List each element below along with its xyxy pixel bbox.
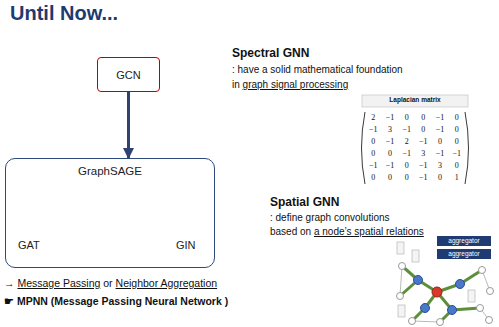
matrix-title: Laplacian matrix [362, 96, 468, 103]
slide-title: Until Now... [10, 2, 118, 25]
matrix-cell: −1 [382, 112, 399, 124]
matrix-cell: −1 [415, 160, 432, 172]
matrix-cell: 0 [382, 148, 399, 160]
graph-node [421, 304, 430, 313]
graph-node [448, 306, 457, 315]
matrix-cell: 3 [382, 124, 399, 136]
graph-node [409, 318, 416, 325]
matrix-cell: 0 [432, 172, 449, 184]
matrix-cell: −1 [432, 124, 449, 136]
description-text: graph signal processing [243, 79, 349, 90]
node-text: GIN [176, 239, 196, 251]
node-text: GAT [18, 239, 40, 251]
graph-node [399, 263, 406, 270]
matrix-bracket [362, 112, 366, 184]
matrix-cell: 0 [448, 160, 465, 172]
feature-vector [468, 290, 475, 302]
aggregator-tag: aggregator [437, 236, 491, 246]
summary-text: Message Passing [17, 277, 100, 289]
feature-vector [397, 242, 404, 254]
matrix-cell: −1 [415, 172, 432, 184]
matrix-cell: 0 [365, 172, 382, 184]
matrix-cell: 0 [448, 112, 465, 124]
node-text: GCN [116, 69, 140, 81]
graph-node [432, 287, 442, 297]
matrix-cell: 0 [448, 136, 465, 148]
matrix-cell: 1 [448, 172, 465, 184]
matrix-cell: 2 [398, 136, 415, 148]
matrix-cell: −1 [365, 124, 382, 136]
description-text: a node’s spatial relations [314, 226, 424, 237]
matrix-cell: 0 [365, 136, 382, 148]
graph-node [487, 288, 494, 295]
matrix-cell: −1 [382, 136, 399, 148]
matrix-cell: −1 [382, 160, 399, 172]
model-box: GCN [97, 57, 160, 92]
matrix-cell: −1 [415, 136, 432, 148]
section-heading: Spectral GNN [232, 46, 309, 60]
matrix-cell: 0 [432, 136, 449, 148]
matrix-cell: 2 [365, 112, 382, 124]
matrix-cell: 0 [365, 148, 382, 160]
node-text: GraphSAGE [78, 165, 142, 177]
matrix-cell: 0 [398, 160, 415, 172]
matrix-cell: 3 [432, 160, 449, 172]
graph-node [456, 280, 465, 289]
description-text: based on [270, 226, 311, 237]
graph-edge [400, 266, 402, 296]
matrix-cell: −1 [365, 160, 382, 172]
description-text: in [232, 79, 240, 90]
summary-text: ☛ MPNN (Message Passing Neural Network ) [4, 295, 228, 307]
graph-edge [412, 321, 440, 322]
graph-illustration [397, 242, 494, 326]
graph-node [397, 293, 404, 300]
model-label: GAT [14, 237, 44, 253]
matrix-bracket [465, 112, 469, 184]
summary-text: or [103, 277, 112, 289]
graph-node [414, 276, 423, 285]
graph-node [477, 305, 484, 312]
flow-arrow [127, 92, 130, 158]
feature-vector [398, 305, 405, 317]
summary-text: Neighbor Aggregation [116, 277, 218, 289]
matrix-cell: −1 [398, 148, 415, 160]
matrix-cell: 0 [415, 112, 432, 124]
graph-node [486, 317, 493, 324]
description-text: : define graph convolutions [270, 212, 390, 223]
graph-node [479, 267, 486, 274]
graph-node [437, 319, 444, 326]
section-heading: Spatial GNN [270, 195, 339, 209]
matrix-cell: −1 [448, 148, 465, 160]
aggregator-tag: aggregator [437, 249, 491, 259]
matrix-cell: −1 [432, 148, 449, 160]
matrix-cell: −1 [432, 112, 449, 124]
description-text: : have a solid mathematical foundation [232, 64, 403, 75]
group-box: GraphSAGE GAT GIN [5, 158, 215, 268]
matrix-cell: 0 [398, 172, 415, 184]
matrix-cell: 3 [415, 148, 432, 160]
matrix-cell: 0 [398, 112, 415, 124]
matrix-header-bar [362, 95, 468, 107]
model-label: GIN [172, 237, 200, 253]
matrix-cell: 0 [448, 124, 465, 136]
matrix-cell: 0 [415, 124, 432, 136]
matrix-cell: 0 [382, 172, 399, 184]
feature-vector [412, 250, 419, 262]
matrix-cell: −1 [398, 124, 415, 136]
summary-text: → [4, 277, 15, 289]
